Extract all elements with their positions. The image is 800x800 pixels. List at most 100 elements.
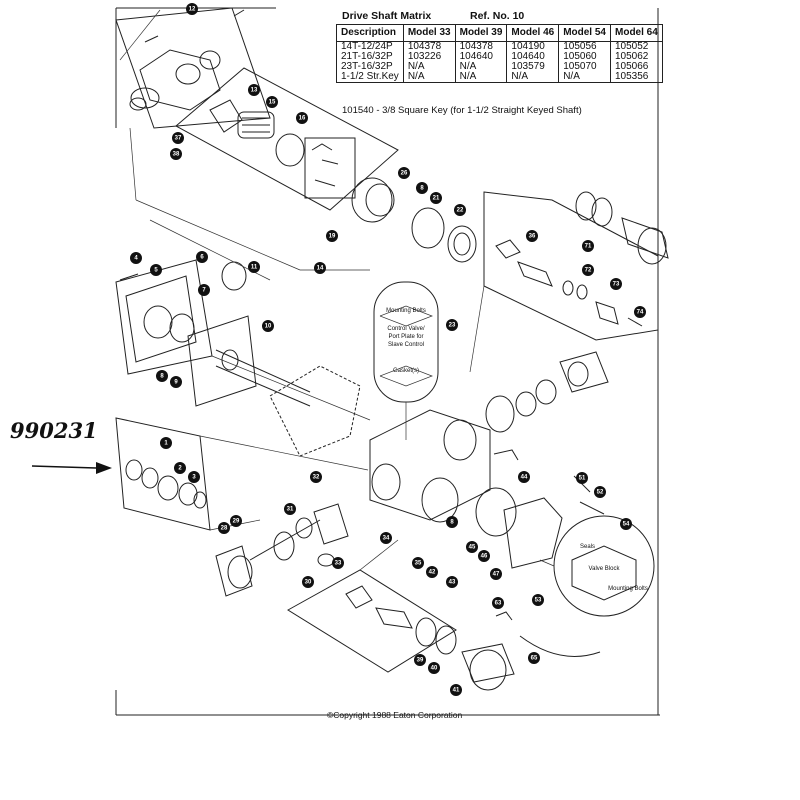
callout-circle [446,516,458,528]
bolt [579,501,605,515]
matrix-column-header: Model 39 [454,24,508,42]
callout-circle [266,96,278,108]
matrix-cell: 14T-12/24P [336,41,404,52]
callout-number: 8 [160,374,164,380]
callout-44: 44 [518,471,530,483]
callout-circle [634,306,646,318]
charge-pump-box [483,191,659,341]
callout-12: 12 [186,3,198,15]
inset-slave-control: Slave Control [388,342,424,348]
callout-number: 41 [453,688,460,694]
seal-ring [129,97,147,111]
callout-number: 40 [431,666,438,672]
callout-26: 26 [398,167,410,179]
callout-43: 43 [446,576,458,588]
valve-block-inset: Seals Valve Block Mounting Bolts [553,515,655,617]
pin [627,317,643,327]
matrix-cell: 105066 [610,62,663,72]
callout-number: 52 [597,490,604,496]
callout-71: 71 [582,240,594,252]
callout-51: 51 [576,472,588,484]
callout-35: 35 [412,557,424,569]
shaft-seal [157,475,179,501]
callout-circle [450,684,462,696]
pump-body [269,351,609,569]
callout-number: 9 [174,380,178,386]
o-ring [435,625,457,655]
callout-23: 23 [446,319,458,331]
callout-number: 4 [134,256,138,262]
callout-7: 7 [198,284,210,296]
callout-29: 29 [230,515,242,527]
callout-5: 5 [150,264,162,276]
callout-circle [332,557,344,569]
callout-74: 74 [634,306,646,318]
callout-number: 35 [415,561,422,567]
callout-circle [130,252,142,264]
matrix-cell: 105356 [610,72,663,83]
end-cover-group [115,259,257,407]
drive-shaft [215,349,311,407]
callout-52: 52 [594,486,606,498]
callout-number: 10 [265,324,272,330]
callout-33: 33 [332,557,344,569]
callout-number: 73 [613,282,620,288]
matrix-column-header: Description [336,24,404,42]
callout-number: 5 [154,268,158,274]
callout-circle [478,550,490,562]
callout-circle [426,566,438,578]
callout-number: 2 [178,466,182,472]
spring [517,261,553,287]
callout-circle [490,568,502,580]
callout-circle [196,251,208,263]
callout-number: 8 [420,186,424,192]
callout-4: 4 [130,252,142,264]
matrix-cell: 23T-16/32P [336,62,404,72]
relief-valve [495,239,521,259]
callout-2: 2 [174,462,186,474]
callout-circle [198,284,210,296]
hose [519,635,601,657]
callout-circle [186,3,198,15]
gasket [421,477,459,523]
callout-circle [326,230,338,242]
input-flange [215,503,349,597]
callout-circle [518,471,530,483]
callout-circle [492,597,504,609]
callout-circle [302,576,314,588]
callout-36: 36 [526,230,538,242]
inset-mounting-bolts: Mounting Bolts [608,586,648,592]
matrix-cell: 1-1/2 Str.Key [336,72,404,83]
rotating-kit-group [175,67,477,263]
callout-53: 53 [532,594,544,606]
callout-circle [380,532,392,544]
callout-number: 46 [481,554,488,560]
callout-19: 19 [326,230,338,242]
callout-circle [174,462,186,474]
ref-number: Ref. No. 10 [470,10,525,22]
inset-mounting-bolts: Mounting Bolts [386,308,426,314]
inset-control-valve: Control Valve/ [387,326,425,332]
callout-number: 51 [579,476,586,482]
callout-number: 3 [192,475,196,481]
callout-circle [262,320,274,332]
callout-circle [188,471,200,483]
callout-circle [314,262,326,274]
callout-circle [398,167,410,179]
control-valve-inset: Mounting Bolts Control Valve/ Port Plate… [373,281,439,403]
callout-circle [528,652,540,664]
callout-circle [576,472,588,484]
callout-31: 31 [284,503,296,515]
inset-port-plate: Port Plate for [388,334,423,340]
callout-bubbles: 1213151637382682122191436717273744567111… [130,3,646,696]
callout-13: 13 [248,84,260,96]
flange [559,351,609,393]
callout-circle [620,518,632,530]
matrix-column-header: Model 33 [402,24,456,42]
callout-circle [296,112,308,124]
o-ring [415,617,437,647]
callout-number: 42 [429,570,436,576]
callout-circle [582,264,594,276]
